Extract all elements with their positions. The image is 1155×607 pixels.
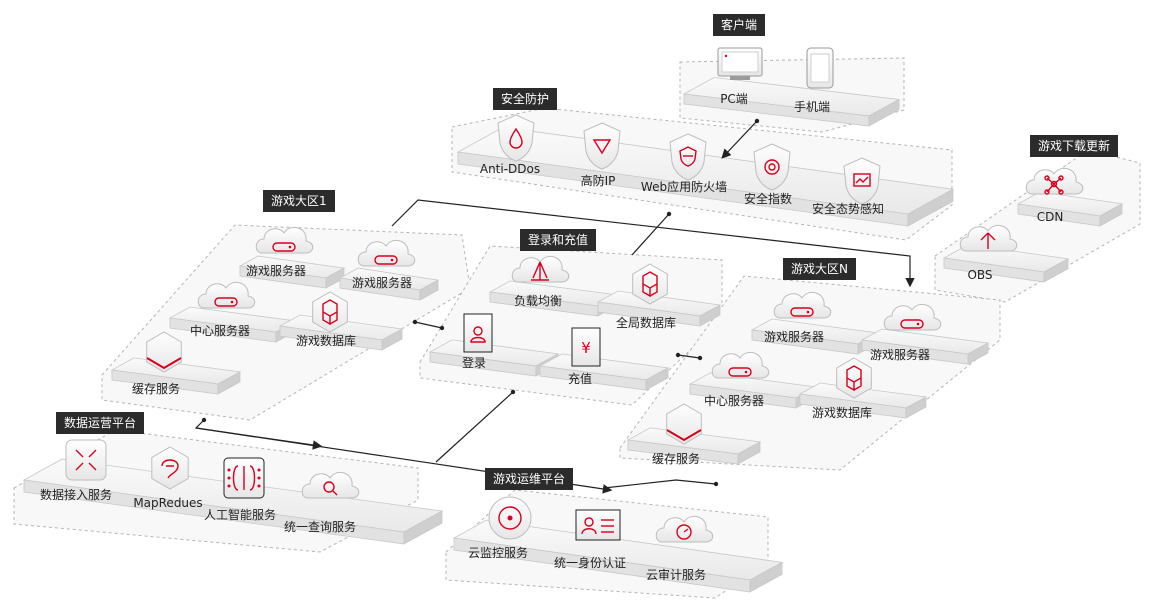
item-label-dataops-1: MapRedues	[133, 496, 203, 510]
platform-z1-cache	[110, 357, 242, 395]
cdn-icon	[1025, 167, 1084, 195]
cloud-monitor-icon	[488, 496, 532, 540]
security-index-icon	[753, 143, 791, 191]
item-label-zoneN-3: 游戏数据库	[811, 406, 873, 420]
anti-ddos-icon	[497, 114, 535, 162]
z1-cache-icon	[146, 331, 182, 373]
phone-icon	[806, 47, 834, 89]
item-label-download-0: CDN	[1036, 210, 1064, 224]
lb-icon	[511, 255, 570, 283]
item-label-security-0: Anti-DDos	[479, 162, 541, 176]
group-title-login: 登录和充值	[520, 229, 597, 251]
group-title-dataops: 数据运营平台	[56, 412, 145, 434]
connector-dot	[666, 211, 672, 217]
situation-awareness-icon	[843, 157, 881, 205]
item-label-zone1-4: 缓存服务	[131, 382, 181, 396]
connector-login-zoneN	[677, 354, 701, 359]
item-label-security-1: 高防IP	[580, 174, 616, 188]
item-label-security-3: 安全指数	[743, 192, 793, 206]
iam-icon	[575, 509, 621, 541]
login-icon	[463, 313, 493, 353]
platform-zn-db	[798, 382, 928, 419]
connector-dot	[754, 118, 760, 124]
connector-dot	[675, 352, 681, 358]
item-label-zoneN-0: 游戏服务器	[763, 330, 825, 344]
zn-db-icon	[836, 357, 872, 399]
platform-z1-db	[278, 314, 404, 351]
item-label-zone1-0: 游戏服务器	[245, 264, 307, 278]
connector-security-login	[631, 213, 670, 256]
globaldb-icon	[632, 263, 668, 305]
platform-z1-game2	[338, 267, 440, 301]
item-label-login-2: 登录	[461, 356, 487, 370]
platform-cdn	[1016, 191, 1124, 227]
item-label-zone1-1: 游戏服务器	[351, 276, 413, 290]
item-label-zoneN-2: 中心服务器	[703, 394, 765, 408]
ai-icon	[223, 457, 265, 499]
item-label-download-1: OBS	[967, 268, 993, 282]
group-title-gameops: 游戏运维平台	[485, 468, 574, 490]
zn-center-server-icon	[711, 351, 770, 379]
cloud-audit-icon	[655, 515, 714, 543]
obs-icon	[959, 224, 1018, 252]
z1-game-server-1-icon	[255, 226, 314, 254]
item-label-security-2: Web应用防火墙	[640, 180, 728, 194]
item-label-zoneN-4: 缓存服务	[651, 452, 701, 466]
group-title-client: 客户端	[713, 14, 766, 36]
item-label-client-0: PC端	[720, 92, 748, 106]
zn-game-server-1-icon	[773, 291, 832, 319]
item-label-dataops-3: 统一查询服务	[283, 520, 357, 534]
platform-client	[682, 77, 901, 127]
connector-dot	[439, 325, 445, 331]
mapreduce-icon	[151, 446, 189, 490]
z1-center-server-icon	[197, 281, 256, 309]
group-title-security: 安全防护	[493, 88, 558, 110]
svg-text:¥: ¥	[581, 339, 591, 357]
connector-dot	[697, 355, 703, 361]
connector-zoneN-gameops	[603, 479, 717, 489]
item-label-client-1: 手机端	[793, 100, 831, 114]
platform-globaldb	[596, 290, 722, 327]
connector-login-ops	[435, 391, 514, 463]
zn-game-server-2-icon	[883, 303, 942, 331]
item-label-zoneN-1: 游戏服务器	[869, 348, 931, 362]
item-label-gameops-0: 云监控服务	[467, 546, 529, 560]
platform-z1-game1	[238, 255, 346, 289]
connector-zone1-login	[414, 321, 443, 329]
platform-security	[456, 126, 955, 227]
connector-dot	[510, 389, 516, 395]
z1-db-icon	[312, 291, 348, 333]
group-title-download: 游戏下载更新	[1030, 135, 1119, 157]
ingest-icon	[65, 439, 107, 481]
platform-gameops	[452, 519, 784, 593]
platform-zn-game2	[860, 328, 990, 365]
connector-dot	[412, 319, 418, 325]
item-label-dataops-2: 人工智能服务	[203, 508, 277, 522]
platform-zn-cache	[626, 427, 762, 465]
zn-cache-icon	[666, 403, 702, 445]
item-label-login-1: 全局数据库	[615, 316, 677, 330]
query-icon	[301, 471, 360, 499]
platform-obs	[942, 244, 1070, 283]
group-title-zoneN: 游戏大区N	[783, 258, 856, 280]
item-label-zone1-2: 中心服务器	[189, 324, 251, 338]
item-label-dataops-0: 数据接入服务	[39, 488, 113, 502]
item-label-gameops-1: 统一身份认证	[553, 556, 627, 570]
item-label-zone1-3: 游戏数据库	[295, 334, 357, 348]
group-title-zone1: 游戏大区1	[263, 190, 335, 212]
z1-game-server-2-icon	[357, 239, 416, 267]
anti-ddos-ip-icon	[583, 122, 621, 170]
connector-security-zones	[391, 199, 915, 288]
connector-dot	[201, 417, 207, 423]
waf-icon	[669, 133, 707, 181]
connector-client-security	[721, 120, 758, 159]
pc-icon	[717, 47, 763, 80]
recharge-icon: ¥	[571, 327, 601, 367]
item-label-security-4: 安全态势感知	[811, 202, 885, 216]
connector-dot	[713, 481, 719, 487]
item-label-gameops-2: 云审计服务	[645, 568, 707, 582]
item-label-login-0: 负载均衡	[513, 294, 563, 308]
item-label-login-3: 充值	[567, 372, 593, 386]
